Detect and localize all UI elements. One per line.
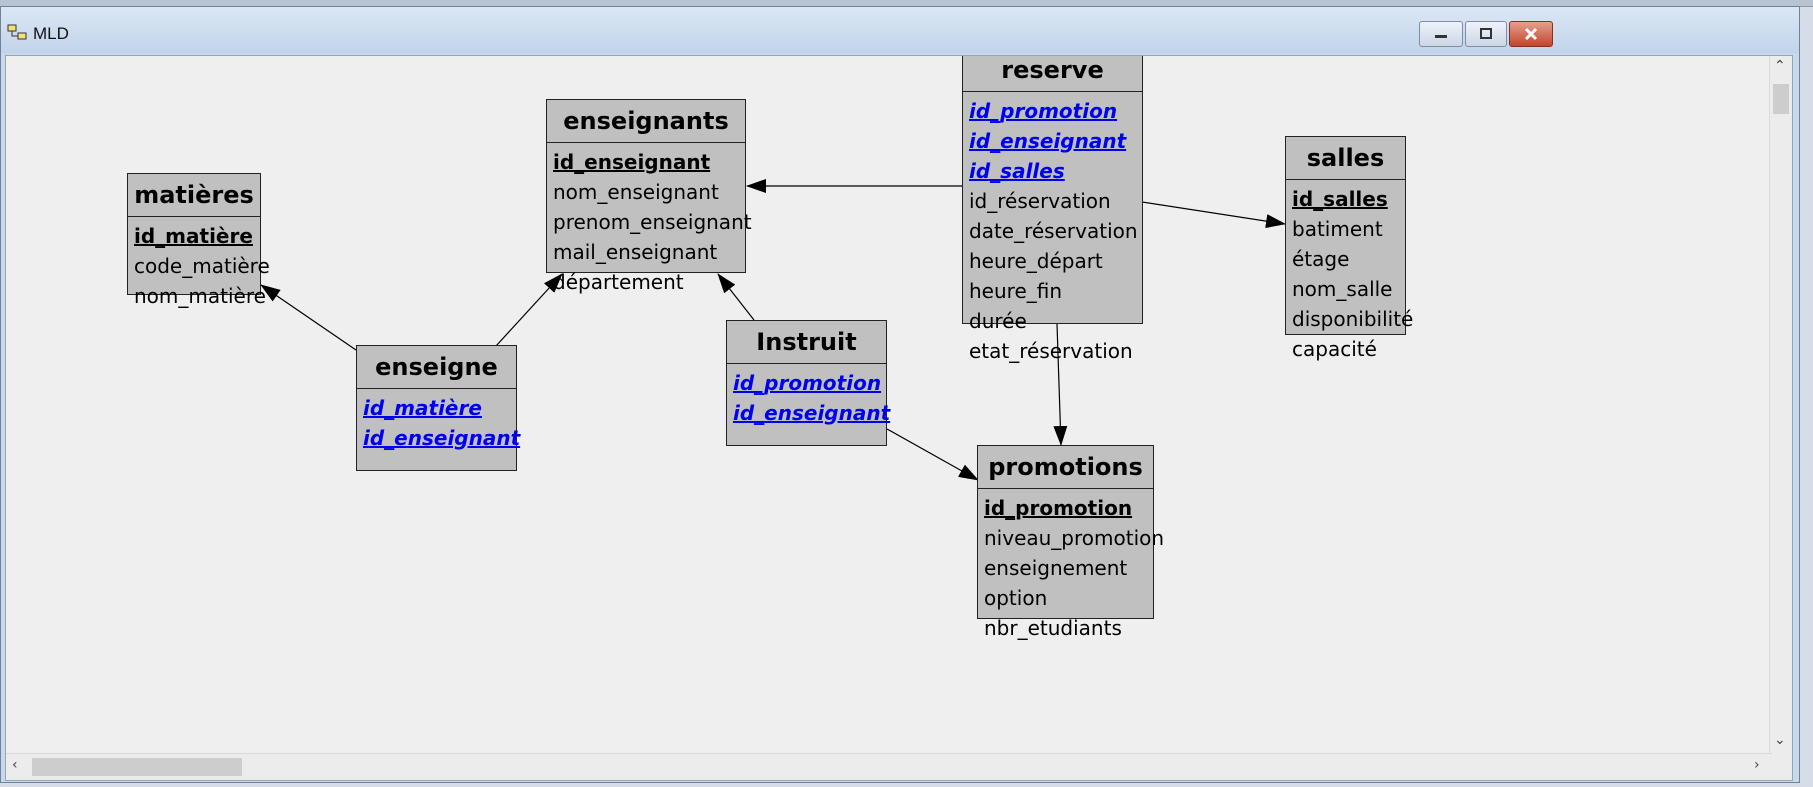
maximize-icon <box>1480 28 1492 39</box>
foreign-key-attribute: id_promotion <box>969 99 1118 123</box>
attribute: heure_départ <box>969 249 1103 273</box>
entity-title: reserve <box>963 56 1142 92</box>
attribute: nom_salle <box>1292 277 1393 301</box>
attribute-list: id_promotion niveau_promotion enseigneme… <box>978 489 1165 643</box>
entity-salles[interactable]: salles id_salles batiment étage nom_sall… <box>1285 136 1413 361</box>
entity-promotions[interactable]: promotions id_promotion niveau_promotion… <box>977 445 1164 640</box>
link-enseigne-matieres <box>260 284 357 351</box>
entity-title: promotions <box>978 446 1153 489</box>
attribute: date_réservation <box>969 219 1138 243</box>
attribute: nom_matière <box>134 284 266 308</box>
primary-key-attribute: id_enseignant <box>553 150 711 174</box>
attribute: département <box>553 270 684 294</box>
attribute-list: id_matière id_enseignant <box>357 389 521 453</box>
scroll-right-icon[interactable]: › <box>1754 757 1760 773</box>
attribute: code_matière <box>134 254 270 278</box>
foreign-key-attribute: id_enseignant <box>969 129 1127 153</box>
attribute: id_réservation <box>969 189 1111 213</box>
minimize-button[interactable] <box>1419 21 1463 47</box>
entity-matieres[interactable]: matières id_matière code_matière nom_mat… <box>127 173 270 308</box>
attribute-list: id_matière code_matière nom_matière <box>128 217 270 311</box>
scroll-left-icon[interactable]: ‹ <box>12 757 18 773</box>
resize-grip-icon[interactable] <box>1770 754 1792 780</box>
attribute: niveau_promotion <box>984 526 1165 550</box>
primary-key-attribute: id_matière <box>134 224 253 248</box>
link-enseigne-enseignants <box>495 273 563 347</box>
link-reserve-salles <box>1141 201 1286 229</box>
title-bar[interactable]: MLD <box>1 7 1799 53</box>
horizontal-scrollbar[interactable]: ‹ › <box>6 753 1772 780</box>
entity-enseigne[interactable]: enseigne id_matière id_enseignant <box>356 345 521 471</box>
entity-title: salles <box>1286 137 1405 180</box>
close-icon <box>1524 27 1538 41</box>
attribute: disponibilité <box>1292 307 1414 331</box>
attribute: nom_enseignant <box>553 180 719 204</box>
vertical-scroll-thumb[interactable] <box>1773 84 1789 114</box>
attribute: durée <box>969 309 1027 333</box>
entity-enseignants[interactable]: enseignants id_enseignant nom_enseignant… <box>546 99 752 294</box>
entity-title: Instruit <box>727 321 886 364</box>
attribute: etat_réservation <box>969 339 1133 363</box>
entity-title: matières <box>128 174 260 217</box>
link-instruit-promotions <box>886 428 979 481</box>
link-reserve-promotions <box>1053 323 1068 446</box>
diagram-app-icon <box>7 24 27 40</box>
attribute-list: id_promotion id_enseignant id_salles id_… <box>963 92 1142 366</box>
minimize-icon <box>1435 35 1447 38</box>
foreign-key-attribute: id_promotion <box>733 371 882 395</box>
entity-title: enseignants <box>547 100 745 143</box>
attribute-list: id_enseignant nom_enseignant prenom_ense… <box>547 143 752 297</box>
entity-instruit[interactable]: Instruit id_promotion id_enseignant <box>726 320 891 446</box>
attribute: enseignement <box>984 556 1128 580</box>
entity-title: enseigne <box>357 346 516 389</box>
primary-key-attribute: id_promotion <box>984 496 1133 520</box>
scroll-up-icon[interactable]: ⌃ <box>1774 58 1786 74</box>
attribute: batiment <box>1292 217 1383 241</box>
primary-key-attribute: id_salles <box>1292 187 1388 211</box>
mld-window: MLD matières <box>0 6 1800 783</box>
foreign-key-attribute: id_enseignant <box>363 426 521 450</box>
attribute-list: id_promotion id_enseignant <box>727 364 891 428</box>
attribute: option <box>984 586 1048 610</box>
close-button[interactable] <box>1509 21 1553 47</box>
relation-links <box>260 179 1286 481</box>
attribute-list: id_salles batiment étage nom_salle dispo… <box>1286 180 1414 364</box>
horizontal-scroll-thumb[interactable] <box>32 758 242 776</box>
scroll-down-icon[interactable]: ⌄ <box>1774 732 1786 748</box>
foreign-key-attribute: id_matière <box>363 396 482 420</box>
link-instruit-enseignants <box>717 273 755 321</box>
diagram-canvas[interactable]: matières id_matière code_matière nom_mat… <box>5 55 1793 781</box>
maximize-button[interactable] <box>1465 21 1507 47</box>
window-title: MLD <box>33 24 69 43</box>
foreign-key-attribute: id_enseignant <box>733 401 891 425</box>
entity-reserve[interactable]: reserve id_promotion id_enseignant id_sa… <box>962 56 1143 363</box>
vertical-scrollbar[interactable]: ⌃ ⌄ <box>1769 56 1792 756</box>
attribute: étage <box>1292 247 1350 271</box>
attribute: capacité <box>1292 337 1377 361</box>
attribute: prenom_enseignant <box>553 210 752 234</box>
attribute: nbr_etudiants <box>984 616 1122 640</box>
foreign-key-attribute: id_salles <box>969 159 1065 183</box>
attribute: heure_fin <box>969 279 1063 303</box>
attribute: mail_enseignant <box>553 240 718 264</box>
